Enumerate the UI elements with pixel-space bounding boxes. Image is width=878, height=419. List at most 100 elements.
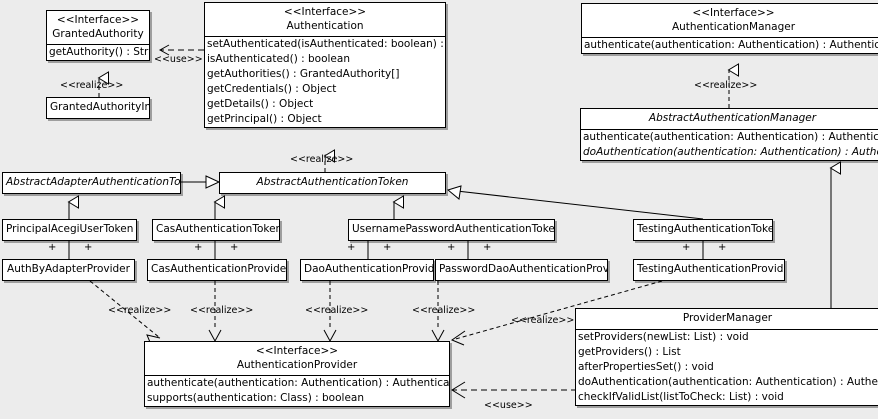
class-granted-authority-impl[interactable]: GrantedAuthorityImpl: [46, 97, 150, 119]
class-abstract-authentication-manager[interactable]: AbstractAuthenticationManager authentica…: [580, 108, 878, 161]
operation: authenticate(authentication: Authenticat…: [584, 39, 878, 51]
class-authentication[interactable]: <<Interface>> Authentication setAuthenti…: [204, 2, 446, 128]
operation: setAuthenticated(isAuthenticated: boolea…: [207, 38, 446, 50]
stereotype-label: <<Interface>>: [283, 6, 367, 18]
class-header: PrincipalAcegiUserToken: [3, 220, 136, 240]
class-header: CasAuthenticationToken: [153, 220, 279, 240]
class-name: CasAuthenticationProvider: [151, 263, 287, 275]
class-name: TestingAuthenticationProvider: [637, 263, 785, 275]
operation: afterPropertiesSet() : void: [578, 361, 714, 373]
operations-compartment: authenticate(authentication: Authenticat…: [582, 37, 878, 53]
class-header: TestingAuthenticationToken: [634, 220, 772, 240]
operation: doAuthentication(authentication: Authent…: [578, 376, 878, 388]
class-name: GrantedAuthority: [52, 28, 144, 40]
class-testing-authentication-token[interactable]: TestingAuthenticationToken: [633, 219, 773, 241]
operation: getDetails() : Object: [207, 98, 314, 110]
edge-label-realize-authentication-manager: <<realize>>: [694, 80, 758, 91]
class-name: AbstractAuthenticationManager: [648, 112, 817, 124]
class-password-dao-authentication-provider[interactable]: PasswordDaoAuthenticationProvider: [435, 259, 608, 281]
class-header: TestingAuthenticationProvider: [634, 260, 784, 280]
visibility-marker-public: +: [347, 242, 356, 253]
class-username-password-authentication-token[interactable]: UsernamePasswordAuthenticationToken: [348, 219, 555, 241]
edge-label-realize-dao-provider: <<realize>>: [305, 305, 369, 316]
class-name: CasAuthenticationToken: [156, 223, 280, 235]
class-provider-manager[interactable]: ProviderManager setProviders(newList: Li…: [575, 308, 878, 406]
class-abstract-adapter-authentication-token[interactable]: AbstractAdapterAuthenticationToken: [2, 172, 181, 194]
visibility-marker-public: +: [48, 242, 57, 253]
visibility-marker-public: +: [682, 242, 691, 253]
class-name: AuthenticationProvider: [236, 359, 358, 371]
operation: getCredentials() : Object: [207, 83, 337, 95]
operation: getPrincipal() : Object: [207, 113, 322, 125]
operations-compartment: authenticate(authentication: Authenticat…: [145, 375, 449, 406]
class-name: ProviderManager: [682, 312, 773, 324]
class-header: AbstractAuthenticationManager: [581, 109, 878, 129]
edge-label-use-authentication-granted-authority: <<use>>: [154, 54, 203, 65]
class-authentication-manager[interactable]: <<Interface>> AuthenticationManager auth…: [581, 3, 878, 54]
class-cas-authentication-token[interactable]: CasAuthenticationToken: [152, 219, 280, 241]
class-header: PasswordDaoAuthenticationProvider: [436, 260, 607, 280]
class-header: <<Interface>> AuthenticationProvider: [145, 342, 449, 375]
class-name: AuthenticationManager: [671, 21, 796, 33]
class-dao-authentication-provider[interactable]: DaoAuthenticationProvider: [300, 259, 434, 281]
class-auth-by-adapter-provider[interactable]: AuthByAdapterProvider: [2, 259, 135, 281]
class-header: <<Interface>> GrantedAuthority: [47, 11, 149, 44]
class-name: PasswordDaoAuthenticationProvider: [439, 263, 607, 275]
edge-label-realize-auth-by-adapter: <<realize>>: [108, 305, 172, 316]
operation: setProviders(newList: List) : void: [578, 331, 749, 343]
operations-compartment: setAuthenticated(isAuthenticated: boolea…: [205, 36, 445, 127]
edge-label-realize-password-dao-provider: <<realize>>: [412, 305, 476, 316]
stereotype-label: <<Interface>>: [255, 345, 339, 357]
operations-compartment: setProviders(newList: List) : void getPr…: [576, 329, 878, 405]
edge-label-realize-abstract-authentication-token: <<realize>>: [290, 154, 354, 165]
operations-compartment: authenticate(authentication: Authenticat…: [581, 129, 878, 160]
class-header: ProviderManager: [576, 309, 878, 329]
class-name: UsernamePasswordAuthenticationToken: [352, 223, 555, 235]
class-header: DaoAuthenticationProvider: [301, 260, 433, 280]
operation: authenticate(authentication: Authenticat…: [147, 377, 450, 389]
stereotype-label: <<Interface>>: [692, 7, 775, 19]
visibility-marker-public: +: [230, 242, 239, 253]
edge-label-use-provider-manager: <<use>>: [484, 400, 533, 411]
class-header: <<Interface>> Authentication: [205, 3, 445, 36]
visibility-marker-public: +: [383, 242, 392, 253]
edge-label-realize-granted-authority-impl: <<realize>>: [60, 80, 124, 91]
operation: getAuthorities() : GrantedAuthority[]: [207, 68, 400, 80]
operation: getAuthority() : String: [49, 46, 149, 58]
operation: getProviders() : List: [578, 346, 681, 358]
edge-label-realize-testing-provider: <<realize>>: [511, 315, 575, 326]
edge-generalize-abstract-adapter-token: [181, 175, 221, 189]
class-name: AbstractAdapterAuthenticationToken: [6, 176, 181, 188]
class-name: AuthByAdapterProvider: [7, 263, 130, 275]
operation: doAuthentication(authentication: Authent…: [583, 146, 878, 158]
edge-generalize-testing-authentication-token: [446, 185, 704, 220]
class-header: AbstractAuthenticationToken: [220, 173, 445, 193]
class-authentication-provider[interactable]: <<Interface>> AuthenticationProvider aut…: [144, 341, 450, 407]
operation: authenticate(authentication: Authenticat…: [583, 131, 878, 143]
class-cas-authentication-provider[interactable]: CasAuthenticationProvider: [147, 259, 287, 281]
class-header: CasAuthenticationProvider: [148, 260, 286, 280]
visibility-marker-public: +: [447, 242, 456, 253]
operation: checkIfValidList(listToCheck: List) : vo…: [578, 391, 784, 403]
edge-label-realize-cas-provider: <<realize>>: [190, 305, 254, 316]
class-header: AbstractAdapterAuthenticationToken: [3, 173, 180, 193]
visibility-marker-public: +: [84, 242, 93, 253]
class-principal-acegi-user-token[interactable]: PrincipalAcegiUserToken: [2, 219, 137, 241]
visibility-marker-public: +: [718, 242, 727, 253]
operation: supports(authentication: Class) : boolea…: [147, 392, 364, 404]
class-header: AuthByAdapterProvider: [3, 260, 134, 280]
class-abstract-authentication-token[interactable]: AbstractAuthenticationToken: [219, 172, 446, 194]
class-name: AbstractAuthenticationToken: [256, 176, 409, 188]
class-name: DaoAuthenticationProvider: [304, 263, 434, 275]
class-granted-authority[interactable]: <<Interface>> GrantedAuthority getAuthor…: [46, 10, 150, 61]
class-name: Authentication: [286, 20, 364, 32]
class-name: GrantedAuthorityImpl: [50, 101, 149, 113]
operation: isAuthenticated() : boolean: [207, 53, 350, 65]
class-name: TestingAuthenticationToken: [637, 223, 773, 235]
class-testing-authentication-provider[interactable]: TestingAuthenticationProvider: [633, 259, 785, 281]
operations-compartment: getAuthority() : String: [47, 44, 149, 60]
class-name: PrincipalAcegiUserToken: [6, 223, 134, 235]
visibility-marker-public: +: [483, 242, 492, 253]
class-header: GrantedAuthorityImpl: [47, 98, 149, 118]
